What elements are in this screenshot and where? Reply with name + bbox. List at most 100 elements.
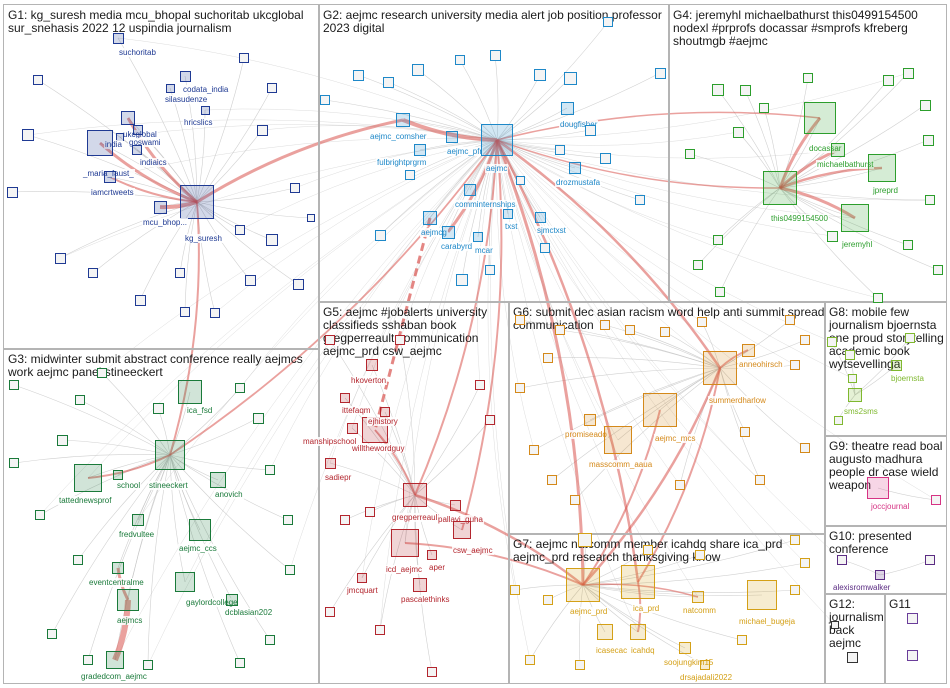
node[interactable] — [382, 76, 394, 88]
node-mcu_bhopal[interactable] — [153, 200, 167, 214]
node[interactable] — [906, 612, 918, 624]
node[interactable] — [83, 655, 93, 665]
node[interactable] — [837, 555, 847, 565]
node-ica_fsd[interactable] — [178, 380, 202, 404]
node-aejmc_ccs[interactable] — [189, 519, 211, 541]
node-maria_faust[interactable] — [87, 130, 113, 156]
node[interactable] — [47, 629, 57, 639]
node-stineeckert[interactable] — [155, 440, 185, 470]
node[interactable] — [713, 235, 723, 245]
node[interactable] — [455, 55, 465, 65]
node[interactable] — [475, 380, 485, 390]
node[interactable] — [485, 265, 495, 275]
node[interactable] — [292, 278, 304, 290]
node[interactable] — [800, 335, 810, 345]
node[interactable] — [578, 533, 592, 547]
node[interactable] — [283, 515, 293, 525]
node[interactable] — [800, 443, 810, 453]
node-goswami[interactable] — [133, 125, 143, 135]
node-soojungkim15[interactable] — [679, 642, 691, 654]
node[interactable] — [485, 415, 495, 425]
node-indiaics[interactable] — [132, 145, 142, 155]
node-silasudenze[interactable] — [165, 83, 175, 93]
node[interactable] — [740, 427, 750, 437]
node-ukcglobal[interactable] — [121, 111, 135, 125]
node[interactable] — [755, 475, 765, 485]
node-jmcquart[interactable] — [357, 573, 367, 583]
node[interactable] — [54, 252, 66, 264]
node[interactable] — [134, 294, 146, 306]
node[interactable] — [737, 635, 747, 645]
node[interactable] — [695, 550, 705, 560]
node[interactable] — [412, 64, 424, 76]
node[interactable] — [427, 667, 437, 677]
node[interactable] — [643, 545, 653, 555]
node[interactable] — [395, 335, 405, 345]
node-jeremyhl[interactable] — [841, 204, 869, 232]
node[interactable] — [547, 475, 557, 485]
node[interactable] — [654, 67, 666, 79]
node-fredvultee[interactable] — [132, 514, 144, 526]
node-bjoernsta[interactable] — [890, 359, 902, 371]
node[interactable] — [235, 658, 245, 668]
node[interactable] — [697, 317, 707, 327]
node-promiseado[interactable] — [584, 414, 596, 426]
node[interactable] — [405, 170, 415, 180]
node[interactable] — [35, 510, 45, 520]
node[interactable] — [919, 99, 931, 111]
node[interactable] — [56, 434, 68, 446]
node-anneohirsch[interactable] — [741, 343, 755, 357]
node-michaelbathurst[interactable] — [831, 143, 845, 157]
node-ejhistory[interactable] — [380, 407, 390, 417]
node[interactable] — [265, 465, 275, 475]
node-sms2sms[interactable] — [848, 388, 862, 402]
node[interactable] — [933, 265, 943, 275]
node[interactable] — [325, 607, 335, 617]
node[interactable] — [925, 555, 935, 565]
node[interactable] — [33, 75, 43, 85]
node[interactable] — [75, 395, 85, 405]
node-aejmcg[interactable] — [423, 211, 437, 225]
node[interactable] — [635, 195, 645, 205]
node[interactable] — [22, 129, 34, 141]
node[interactable] — [732, 126, 744, 138]
node[interactable] — [803, 73, 813, 83]
node[interactable] — [510, 585, 520, 595]
node[interactable] — [180, 307, 190, 317]
node[interactable] — [905, 333, 915, 343]
node[interactable] — [543, 353, 553, 363]
node[interactable] — [252, 412, 264, 424]
node[interactable] — [525, 655, 535, 665]
node-aejmc_mcs[interactable] — [643, 393, 677, 427]
node-masscomm_aaua[interactable] — [604, 426, 632, 454]
node[interactable] — [256, 124, 268, 136]
node[interactable] — [235, 383, 245, 393]
node-gaylordcollege[interactable] — [175, 572, 195, 592]
node-natcomm[interactable] — [692, 591, 704, 603]
node[interactable] — [625, 325, 635, 335]
node[interactable] — [570, 495, 580, 505]
node-icahdq[interactable] — [630, 624, 646, 640]
node[interactable] — [693, 260, 703, 270]
node[interactable] — [489, 49, 501, 61]
node[interactable] — [739, 84, 751, 96]
node-pallavi_guha[interactable] — [449, 499, 461, 511]
node[interactable] — [903, 240, 913, 250]
node-aper[interactable] — [427, 550, 437, 560]
node-icasecac[interactable] — [597, 624, 613, 640]
node[interactable] — [712, 84, 724, 96]
node-comminternships[interactable] — [464, 184, 476, 196]
node-tattednewsprof[interactable] — [74, 464, 102, 492]
node-sjmctxst[interactable] — [534, 211, 546, 223]
node[interactable] — [600, 320, 610, 330]
node[interactable] — [555, 145, 565, 155]
node[interactable] — [515, 175, 525, 185]
node[interactable] — [6, 186, 18, 198]
node[interactable] — [833, 415, 843, 425]
node[interactable] — [555, 325, 565, 335]
node[interactable] — [265, 635, 275, 645]
node-ica_prd[interactable] — [621, 565, 655, 599]
node[interactable] — [846, 651, 858, 663]
node[interactable] — [827, 337, 837, 347]
node-anovich[interactable] — [210, 472, 226, 488]
